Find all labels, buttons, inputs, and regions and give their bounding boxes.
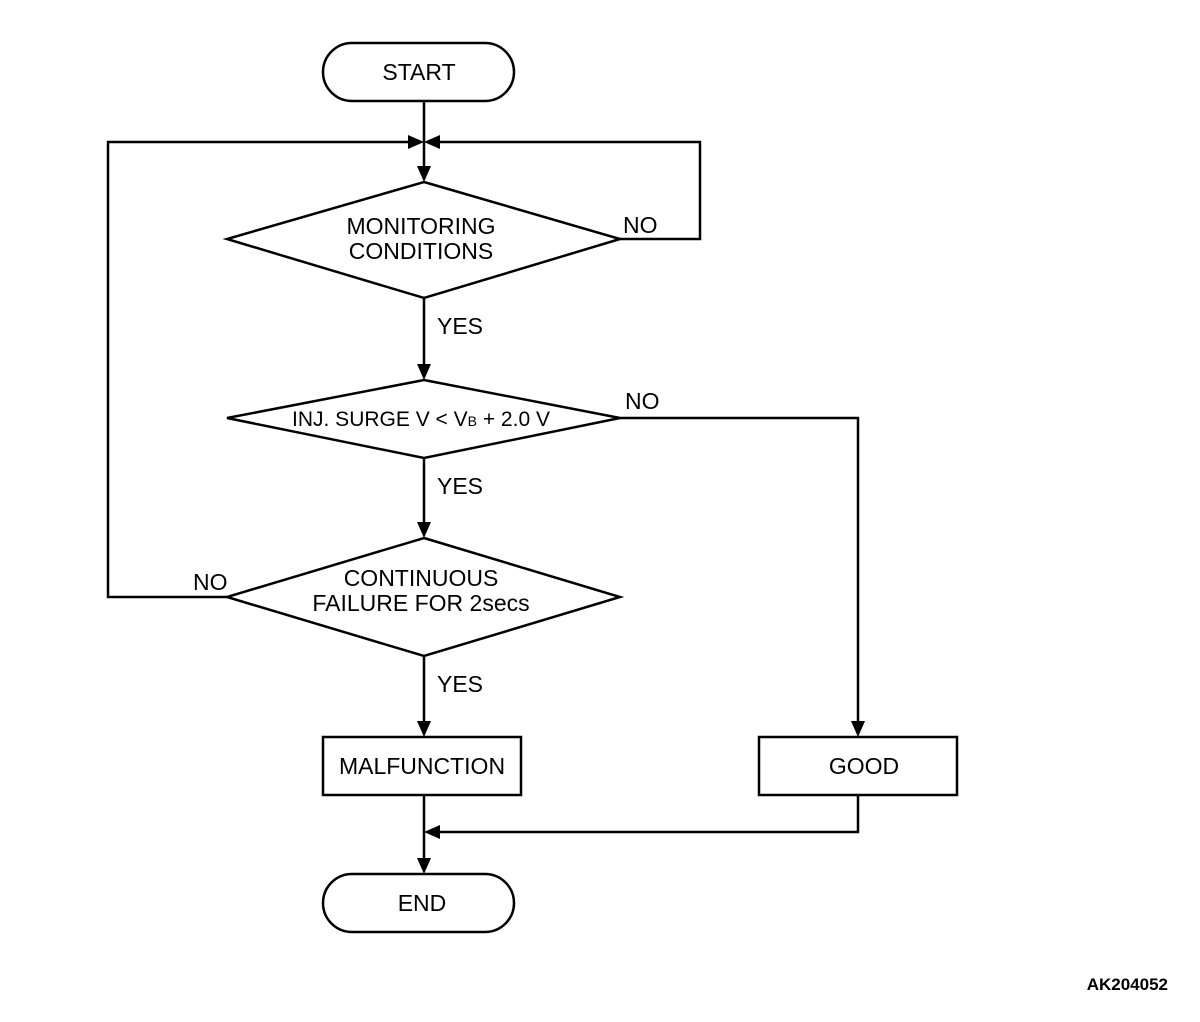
end-terminal <box>321 872 516 934</box>
arrowhead-loop-left-merge <box>408 135 424 149</box>
start-label: START <box>382 59 455 85</box>
decision-surge-suffix: + 2.0 V <box>477 408 550 431</box>
figure-code: AK204052 <box>1087 975 1168 994</box>
decision-injector-surge <box>226 378 621 460</box>
arrowhead-into-surge <box>417 364 431 380</box>
decision-monitoring-line2: CONDITIONS <box>349 238 493 264</box>
process-malfunction-label: MALFUNCTION <box>339 753 505 779</box>
edge-label-monitoring-yes: YES <box>437 313 483 339</box>
process-good <box>757 735 959 797</box>
decision-monitoring-line1: MONITORING <box>346 213 495 239</box>
edge-label-continuous-yes: YES <box>437 671 483 697</box>
decision-monitoring-conditions <box>222 180 625 300</box>
start-terminal <box>321 41 516 103</box>
decision-surge-text: INJ. SURGE V < VB + 2.0 V <box>292 408 550 431</box>
process-good-label: GOOD <box>829 753 899 779</box>
arrowhead-into-continuous <box>417 522 431 538</box>
connector-continuous-no-loop <box>106 140 414 599</box>
arrowhead-loop-right-merge <box>424 135 440 149</box>
end-label: END <box>398 890 447 916</box>
process-malfunction <box>321 735 523 797</box>
arrowhead-into-malfunction <box>417 721 431 737</box>
connector-surge-no-to-good <box>620 416 860 722</box>
connector-monitoring-no-loop <box>434 140 702 241</box>
edge-label-surge-no: NO <box>625 388 660 414</box>
edge-label-surge-yes: YES <box>437 473 483 499</box>
decision-continuous-line2: FAILURE FOR 2secs <box>312 590 529 616</box>
decision-surge-prefix: INJ. SURGE V < V <box>292 408 468 431</box>
arrowhead-into-end <box>417 858 431 874</box>
connector-good-to-end <box>434 795 860 834</box>
arrowhead-into-monitoring <box>417 166 431 182</box>
decision-continuous-failure <box>222 536 625 658</box>
edge-label-monitoring-no: NO <box>623 212 658 238</box>
arrowhead-into-good <box>851 721 865 737</box>
arrowhead-good-merge <box>424 825 440 839</box>
decision-continuous-line1: CONTINUOUS <box>344 565 499 591</box>
edge-label-continuous-no: NO <box>193 569 228 595</box>
decision-surge-subscript: B <box>468 413 477 429</box>
